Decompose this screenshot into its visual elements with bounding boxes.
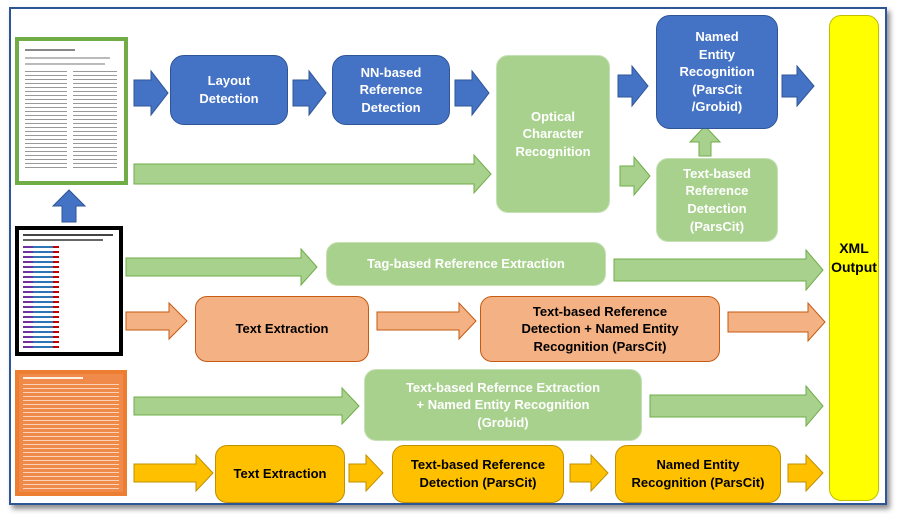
text-extraction-box-1: Text Extraction [195,296,369,362]
arrow-salmon-1 [125,301,188,341]
layout-detection-box: Layout Detection [170,55,288,125]
arrow-green-pdf-ocr [133,153,492,195]
text-refernce-extraction-grobid-box: Text-based Refernce Extraction + Named E… [364,369,642,441]
arrow-blue-up [51,189,87,223]
text-reference-detection-ner-box: Text-based Reference Detection + Named E… [480,296,720,362]
arrow-salmon-2 [376,301,477,341]
text-extraction-box-2: Text Extraction [215,445,345,503]
arrow-blue-1 [133,69,169,117]
xml-output-box: XML Output [829,15,879,501]
ocr-box: Optical Character Recognition [496,55,610,213]
named-entity-recognition-parscit-box: Named Entity Recognition (ParsCit) [615,445,781,503]
arrow-blue-5 [781,64,815,108]
text-reference-detection-parscit-box: Text-based Reference Detection (ParsCit) [392,445,564,503]
arrow-blue-4 [617,64,649,108]
arrow-gold-1 [133,453,214,493]
arrow-green-tag-output [613,248,824,292]
pdf-document-thumbnail [15,37,128,185]
named-entity-recognition-box: Named Entity Recognition (ParsCit /Grobi… [656,15,778,129]
text-document-thumbnail [15,370,127,496]
arrow-gold-2 [348,453,384,493]
arrow-blue-2 [292,69,327,117]
arrow-green-ocr-textref [619,155,651,197]
arrow-green-txt-grobid [133,386,360,426]
arrow-blue-3 [454,69,490,117]
text-based-reference-detection-box: Text-based Reference Detection (ParsCit) [656,158,778,242]
arrow-gold-4 [787,453,824,493]
arrow-gold-3 [569,453,609,493]
arrow-green-xml-tag [125,247,318,287]
arrow-green-up [688,125,722,157]
tag-based-reference-extraction-box: Tag-based Reference Extraction [326,242,606,286]
xml-document-thumbnail [15,226,123,356]
nn-reference-detection-box: NN-based Reference Detection [332,55,450,125]
arrow-green-grobid-output [649,384,824,428]
arrow-salmon-3 [727,301,826,343]
